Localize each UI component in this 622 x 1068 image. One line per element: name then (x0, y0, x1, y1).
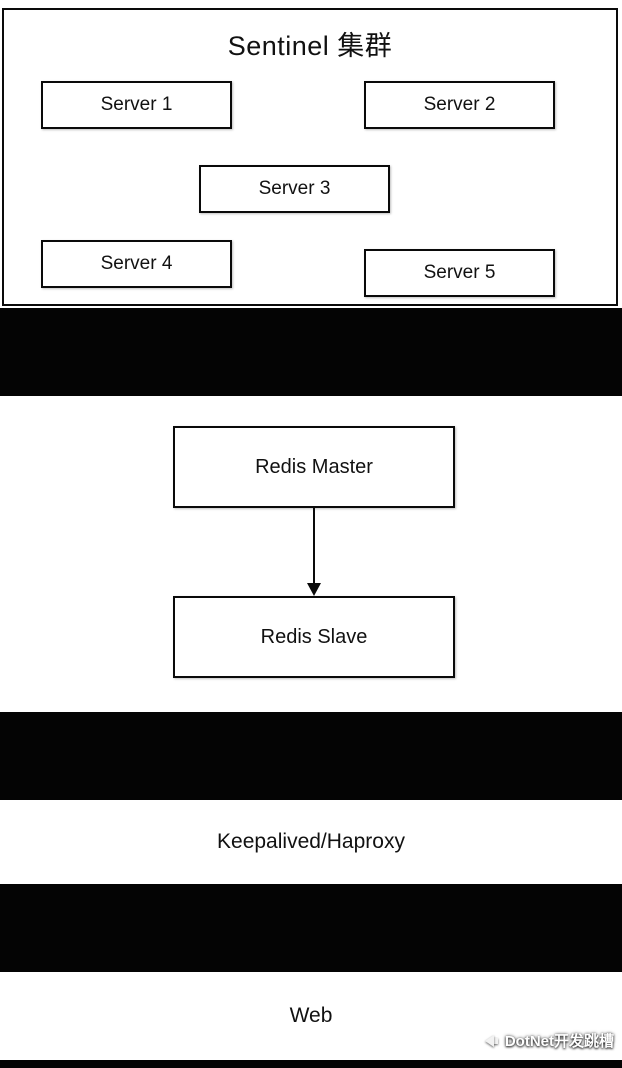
server-1-node: Server 1 (41, 81, 232, 129)
bottom-edge-strip (0, 1060, 622, 1068)
sentinel-cluster-container: Sentinel 集群 Server 1 Server 2 Server 3 S… (2, 8, 618, 306)
watermark-label: DotNet开发跳槽 (504, 1033, 614, 1050)
server-5-node: Server 5 (364, 249, 555, 297)
server-4-node: Server 4 (41, 240, 232, 288)
arrow-line (313, 508, 315, 585)
megaphone-icon (484, 1034, 500, 1048)
server-2-node: Server 2 (364, 81, 555, 129)
server-3-node: Server 3 (199, 165, 390, 213)
sentinel-cluster-title: Sentinel 集群 (227, 31, 393, 61)
arrow-head-icon (307, 583, 321, 596)
divider-band-top (0, 308, 622, 396)
master-to-slave-arrow (305, 508, 323, 596)
watermark: DotNet开发跳槽 (484, 1030, 614, 1051)
web-layer: Web (0, 972, 622, 1060)
redis-slave-node: Redis Slave (173, 596, 455, 678)
redis-master-node: Redis Master (173, 426, 455, 508)
divider-band-middle (0, 712, 622, 800)
divider-band-lower (0, 884, 622, 972)
keepalived-haproxy-layer: Keepalived/Haproxy (0, 800, 622, 884)
